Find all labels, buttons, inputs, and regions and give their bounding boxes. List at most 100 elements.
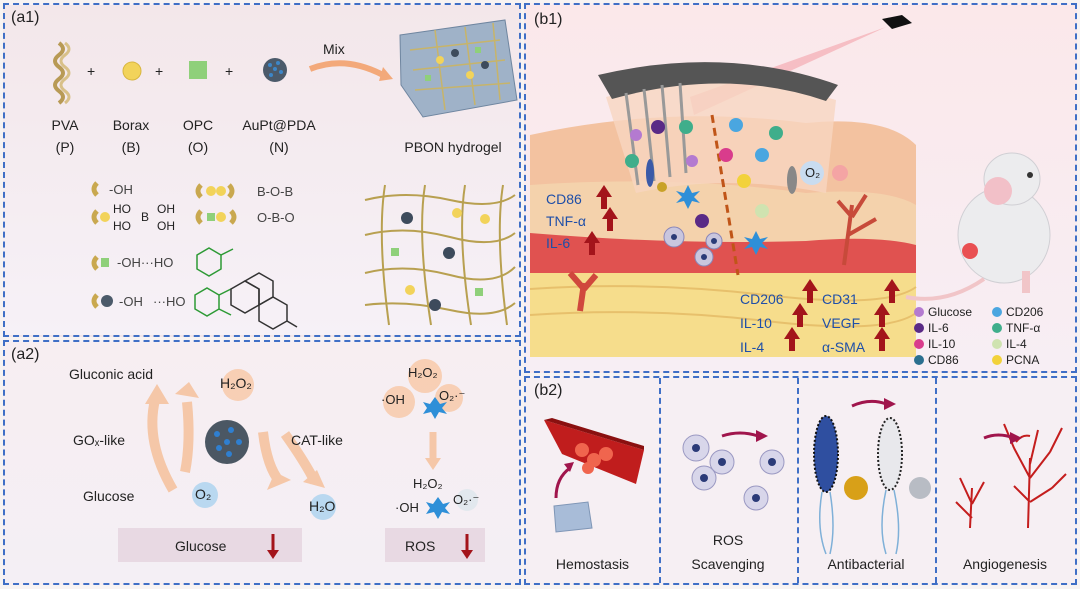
fat-layer: [530, 273, 916, 357]
legend-label: IL-6: [928, 321, 949, 335]
borax-ho-1: HO: [113, 202, 131, 216]
ros-bottom-h2o2: H₂O₂: [413, 476, 443, 491]
crosslink-network-icon: [364, 184, 516, 326]
borax-abbr: (B): [121, 139, 141, 155]
panel-a1-label: (a1): [11, 9, 40, 26]
hemostasis-label: Hemostasis: [555, 556, 630, 572]
bacteria-icon: [646, 159, 654, 187]
opc-abbr: (O): [187, 139, 209, 155]
marker-vegf: VEGF: [822, 315, 861, 331]
antibacterial-icon: [813, 398, 931, 555]
o2-b1-label: O₂: [805, 165, 821, 180]
cat-like-label: CAT-like: [291, 432, 343, 448]
legend-label: CD206: [1006, 305, 1044, 319]
pva-label: PVA: [51, 117, 79, 133]
borax-oh-icon: [91, 209, 110, 225]
o2-bubble-icon: [192, 482, 218, 508]
legend-item: PCNA: [992, 353, 1039, 367]
oh-pva-icon: [91, 181, 99, 197]
ros-oh-top-icon: [383, 386, 415, 418]
mouse-icon: [905, 152, 1051, 301]
panel-a2: (a2): [3, 340, 521, 585]
wound-divider: [710, 114, 740, 276]
b2-graphics: [544, 398, 1067, 555]
borax-icon: [122, 61, 142, 81]
pva-chain-icon: [53, 41, 71, 105]
marker-asma: α-SMA: [822, 339, 866, 355]
obo-crosslink-icon: [195, 209, 237, 225]
legend-dot-icon: [914, 307, 924, 317]
o2-label: O₂: [195, 486, 212, 502]
glucose-label: Glucose: [83, 488, 135, 504]
legend-label: PCNA: [1006, 353, 1040, 367]
b1-graphics: [529, 15, 1051, 357]
panel-a1: (a1): [3, 3, 521, 337]
gluconic-acid-label: Gluconic acid: [69, 366, 154, 382]
borax-ho-2: HO: [113, 219, 131, 233]
gox-like-label: GOₓ-like: [73, 432, 126, 448]
network-particles: [391, 208, 490, 311]
pva-abbr: (P): [55, 139, 75, 155]
scavenging-label: Scavenging: [691, 556, 765, 572]
ros-top-oh: ·OH: [381, 392, 405, 407]
auptpda-label: AuPt@PDA: [242, 117, 316, 133]
auptpda-abbr: (N): [269, 139, 289, 155]
ros-nanoparticle-bottom-icon: [426, 497, 450, 519]
hemostasis-icon: [544, 418, 644, 533]
legend-dot-icon: [914, 339, 924, 349]
legend-item: IL-4: [992, 337, 1027, 351]
pva-opc-icon: [91, 255, 109, 271]
marker-il6: IL-6: [546, 235, 571, 251]
phenol-ring-icon: [196, 247, 234, 277]
legend-label: TNF-α: [1006, 321, 1041, 335]
legend-dot-icon: [992, 339, 1002, 349]
borax-oh-1: OH: [157, 202, 175, 216]
opc-icon: [189, 61, 207, 79]
ros-scavenging-icon: [682, 430, 785, 511]
h2o-label: H₂O: [309, 498, 336, 514]
legend-label: IL-4: [1006, 337, 1027, 351]
legend-oh: -OH: [109, 182, 133, 197]
panel-b2-label: (b2): [534, 382, 563, 399]
legend-bob: B-O-B: [257, 184, 294, 199]
pbon-hydrogel-icon: [399, 19, 518, 118]
plus-2: +: [155, 63, 164, 79]
legend-item: CD86: [914, 353, 959, 367]
glucose-bar-label: Glucose: [175, 538, 227, 554]
antibacterial-label: Antibacterial: [827, 556, 905, 572]
hydrogel-dressing: [598, 62, 838, 101]
h2o-bubble-icon: [310, 494, 336, 520]
bacteria-dead-icon: [787, 166, 797, 194]
opc-label: OPC: [182, 117, 214, 133]
marker-cd206: CD206: [740, 291, 784, 307]
angiogenesis-label: Angiogenesis: [962, 556, 1048, 572]
borax-oh-2: OH: [157, 219, 175, 233]
right-up-arrows: [874, 279, 900, 351]
plus-3: +: [225, 63, 234, 79]
legend-label: Glucose: [928, 305, 973, 319]
plus-1: +: [87, 63, 96, 79]
pda-structure-icon: [194, 287, 232, 317]
a2-graphics: [118, 359, 485, 562]
legend-obo: O-B-O: [257, 210, 295, 225]
blood-vessel-layer: [530, 233, 916, 277]
ros-bottom-oh: ·OH: [395, 500, 419, 515]
o2-bubble-b1-icon: [800, 161, 824, 185]
ros-label: ROS: [712, 532, 744, 548]
ros-o2-bottom-icon: [456, 489, 478, 511]
legend-item: IL-6: [914, 321, 949, 335]
legend-dot-icon: [914, 323, 924, 333]
legend-label: IL-10: [928, 337, 956, 351]
legend-oh-np: -OH: [119, 294, 143, 309]
legend-item: TNF-α: [992, 321, 1040, 335]
marker-cd86: CD86: [546, 191, 582, 207]
ros-bar-label: ROS: [405, 538, 436, 554]
pva-np-icon: [91, 293, 113, 309]
bob-crosslink-icon: [195, 183, 235, 199]
borax-label: Borax: [112, 117, 150, 133]
marker-il4: IL-4: [740, 339, 765, 355]
ros-h2o2-top-icon: [408, 359, 442, 393]
legend-item: CD206: [992, 305, 1043, 319]
ros-bottom-o2: O₂·⁻: [453, 492, 480, 507]
